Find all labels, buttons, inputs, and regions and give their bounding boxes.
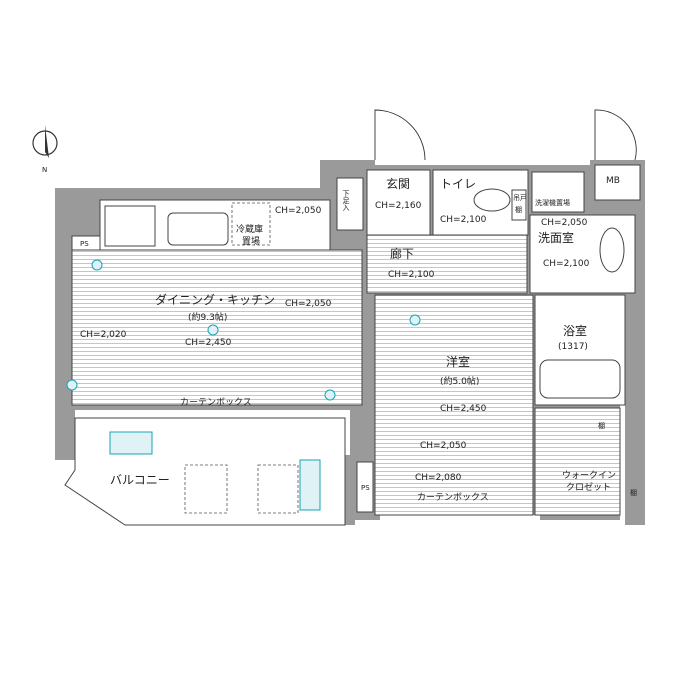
laundry-space	[531, 171, 585, 213]
western-ch-1: CH=2,450	[440, 404, 487, 414]
ceiling-light-icon	[207, 324, 219, 336]
dk-ch-left: CH=2,020	[80, 330, 127, 340]
western-name: 洋室	[446, 354, 470, 369]
curtain-box-label-1: カーテンボックス	[180, 397, 252, 408]
dk-name: ダイニング・キッチン	[155, 292, 275, 307]
wic-name-2: クロゼット	[566, 481, 611, 493]
hallway	[366, 234, 528, 294]
washroom-name: 洗面室	[538, 230, 574, 245]
western-ch-2: CH=2,050	[420, 441, 467, 451]
outdoor-unit	[299, 459, 321, 511]
shoe-cabinet-label: 下足入	[342, 190, 350, 211]
stove	[104, 205, 156, 247]
ceiling-light-icon	[409, 314, 421, 326]
toilet-fixture	[473, 188, 511, 212]
front-door[interactable]	[374, 109, 426, 161]
fridge-label-2: 置場	[242, 235, 260, 247]
wic-shelf-2: 棚	[630, 488, 637, 497]
wash-basin	[599, 227, 625, 273]
dk-ch-center: CH=2,450	[185, 338, 232, 348]
hallway-ch: CH=2,100	[388, 270, 435, 280]
washroom-ch: CH=2,100	[543, 259, 590, 269]
wic-shelf-1: 棚	[598, 421, 605, 430]
walk-in-closet	[534, 407, 621, 516]
outlet-icon	[91, 259, 103, 271]
north-compass-icon: N	[32, 125, 58, 174]
entrance-ch: CH=2,160	[375, 201, 422, 211]
hanging-cabinet	[511, 189, 527, 221]
balcony-name: バルコニー	[110, 473, 170, 487]
western-ch-3: CH=2,080	[415, 473, 462, 483]
bath-name: 浴室	[563, 323, 587, 338]
evacuation-hatch-2	[257, 464, 299, 514]
mb-label: MB	[606, 176, 620, 186]
outlet-icon	[324, 389, 336, 401]
bath-size: (1317)	[558, 342, 588, 352]
meter-box	[594, 164, 641, 201]
western-room	[374, 294, 534, 516]
cabinet-label-2: 棚	[515, 205, 522, 214]
dk-ch-right: CH=2,050	[285, 299, 332, 309]
entrance-name: 玄関	[386, 176, 410, 191]
laundry-name: 洗濯機置場	[535, 198, 570, 207]
bathtub	[539, 359, 621, 399]
cabinet-label-1: 吊戸	[513, 194, 527, 202]
toilet-ch: CH=2,100	[440, 215, 487, 225]
kitchen-sink	[167, 212, 229, 246]
dk-size: (約9.3帖)	[188, 311, 227, 323]
western-size: (約5.0帖)	[440, 375, 479, 387]
fridge-label-1: 冷蔵庫	[236, 223, 263, 235]
curtain-box-label-2: カーテンボックス	[417, 492, 489, 503]
laundry-ch: CH=2,050	[541, 218, 588, 228]
mb-door[interactable]	[594, 109, 637, 161]
evacuation-hatch-1	[184, 464, 228, 514]
ps-shaft	[356, 461, 374, 513]
hallway-name: 廊下	[390, 246, 414, 261]
toilet-name: トイレ	[440, 177, 476, 191]
ps-label-2: PS	[361, 484, 370, 492]
shoe-cabinet	[336, 177, 364, 231]
outdoor-unit	[109, 431, 153, 455]
compass-label: N	[42, 166, 47, 174]
outlet-icon	[66, 379, 78, 391]
fridge-ch: CH=2,050	[275, 206, 322, 216]
wic-name-1: ウォークイン	[562, 470, 616, 481]
ps-kitchen	[71, 235, 101, 251]
ps-label: PS	[80, 240, 89, 248]
